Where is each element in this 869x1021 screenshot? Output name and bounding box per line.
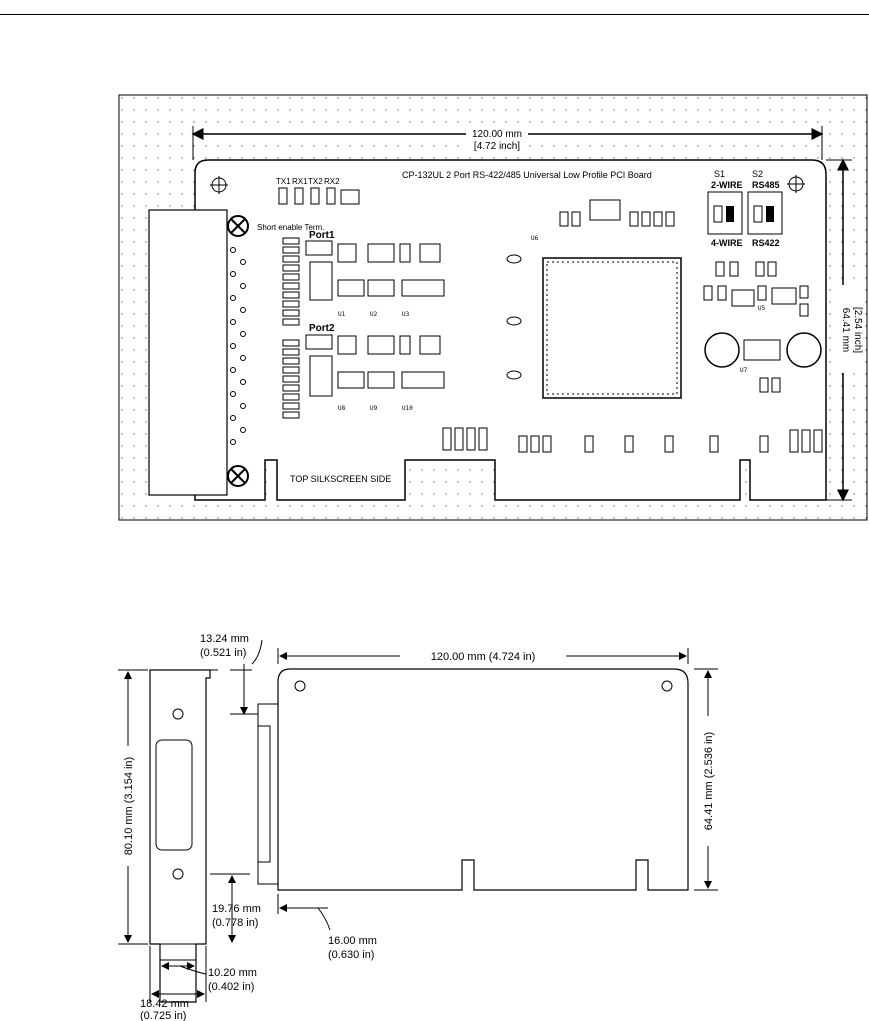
port1-label: Port1: [309, 230, 335, 241]
short-term-label: Short enable Term.: [257, 223, 324, 232]
port2-label: Port2: [309, 323, 335, 334]
led-label-tx2: TX2: [308, 177, 323, 186]
dim-bracket-height-text: 80.10 mm (3.154 in): [123, 757, 135, 855]
s1-top-label: 2-WIRE: [711, 180, 743, 190]
chip-label-u8: U8: [338, 405, 346, 412]
s1-label: S1: [714, 169, 725, 179]
dim-bracket-offset-in-text: (0.521 in): [200, 647, 246, 659]
bottom-row-components: [442, 427, 823, 453]
s1-bottom-label: 4-WIRE: [711, 238, 743, 248]
chip-label-u3: U3: [402, 311, 410, 318]
height-dim-inch-text: [2.54 inch]: [852, 307, 863, 353]
chip-label-u5: U5: [758, 305, 766, 312]
oval-components: [506, 254, 522, 380]
chip-label-u9: U9: [370, 405, 378, 412]
bracket-hole-top-icon: [172, 708, 184, 720]
dim-slot-offset-in-text: (0.630 in): [328, 949, 374, 961]
board-hole-right-icon: [661, 680, 673, 692]
bracket-hole-bottom-icon: [172, 868, 184, 880]
board-title: CP-132UL 2 Port RS-422/485 Universal Low…: [402, 170, 652, 180]
dim-bracket-offset-text: 13.24 mm: [200, 633, 249, 645]
dim-board-width-text: 120.00 mm (4.724 in): [431, 651, 536, 663]
capacitor-c12-icon: [786, 332, 822, 368]
dim-slot-offset-text: 16.00 mm: [328, 935, 377, 947]
small-chips: [337, 243, 445, 389]
board-hole-left-icon: [294, 680, 306, 692]
crystal-x1: [589, 199, 621, 221]
s2-label: S2: [752, 169, 763, 179]
dim-bracket-width-text: 18.42 mm: [140, 998, 189, 1010]
resistor-columns: [282, 237, 333, 419]
s2-top-label: RS485: [752, 180, 780, 190]
width-dim-inch-text: [4.72 inch]: [474, 141, 520, 152]
right-components: [703, 261, 809, 393]
bracket-cutout: [155, 739, 193, 851]
dip-switch-s1: [707, 191, 743, 235]
silkscreen-caption: TOP SILKSCREEN SIDE: [290, 474, 391, 484]
chip-label-u2: U2: [370, 311, 378, 318]
dim-tab-width-in-text: (0.402 in): [208, 981, 254, 993]
dim-bottom-gap-text: 19.76 mm: [212, 903, 261, 915]
led-array: [278, 187, 360, 205]
port1-jumper: [305, 240, 333, 256]
dip-switch-s2: [747, 191, 783, 235]
board-side-outline: [277, 668, 689, 891]
led-label-tx1: TX1: [276, 177, 291, 186]
dim-bracket-width-in-text: (0.725 in): [140, 1010, 186, 1021]
connector-pins: [230, 247, 246, 445]
pcb-silkscreen-drawing: 120.00 mm [4.72 inch] 64.41 mm [2.54 inc…: [118, 94, 868, 521]
chip-label-u1: U1: [338, 311, 346, 318]
dim-tab-width-text: 10.20 mm: [208, 967, 257, 979]
led-label-rx2: RX2: [324, 177, 340, 186]
led-label-rx1: RX1: [292, 177, 308, 186]
db-connector-body: [148, 209, 228, 496]
main-controller-chip: [542, 257, 682, 399]
dim-board-height-text: 64.41 mm (2.536 in): [703, 732, 715, 830]
capacitor-c11-icon: [704, 332, 740, 368]
width-dim-text: 120.00 mm: [472, 129, 522, 140]
top-caps: [559, 211, 675, 227]
port2-jumper: [305, 334, 333, 350]
bracket-dimension-drawing: 120.00 mm (4.724 in) 13.24 mm (0.521 in)…: [118, 633, 718, 1021]
s2-bottom-label: RS422: [752, 238, 780, 248]
chip-label-u6: U6: [531, 235, 539, 242]
header-rule: [0, 14, 869, 15]
dim-bottom-gap-in-text: (0.778 in): [212, 917, 258, 929]
chip-label-u7: U7: [740, 367, 748, 374]
height-dim-text: 64.41 mm: [840, 308, 851, 352]
chip-label-u10: U10: [402, 405, 413, 412]
